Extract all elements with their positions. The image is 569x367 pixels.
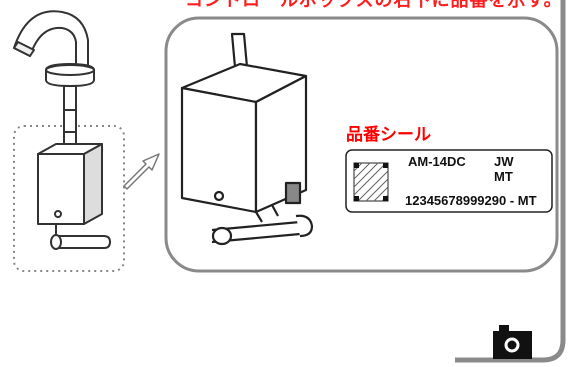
sticker-model-number: AM-14DC	[408, 154, 466, 169]
sticker-code-line1: JW	[494, 154, 514, 169]
frame-right-edge	[455, 0, 566, 363]
highlight-box	[13, 125, 125, 272]
page-caption: コントロールボックスの右下に品番を示す。	[185, 0, 563, 10]
sticker-serial-number: 12345678999290 - MT	[405, 193, 537, 208]
camera-icon	[493, 325, 532, 359]
faucet-overview	[13, 10, 111, 250]
sticker-frame	[345, 149, 553, 213]
sticker-code-line2: MT	[494, 169, 513, 184]
arrow-right-icon	[123, 153, 160, 190]
label-title: 品番シール	[346, 125, 431, 144]
control-box-closeup	[180, 32, 314, 246]
product-sticker	[345, 149, 553, 213]
sticker-hatched-square	[353, 162, 389, 202]
